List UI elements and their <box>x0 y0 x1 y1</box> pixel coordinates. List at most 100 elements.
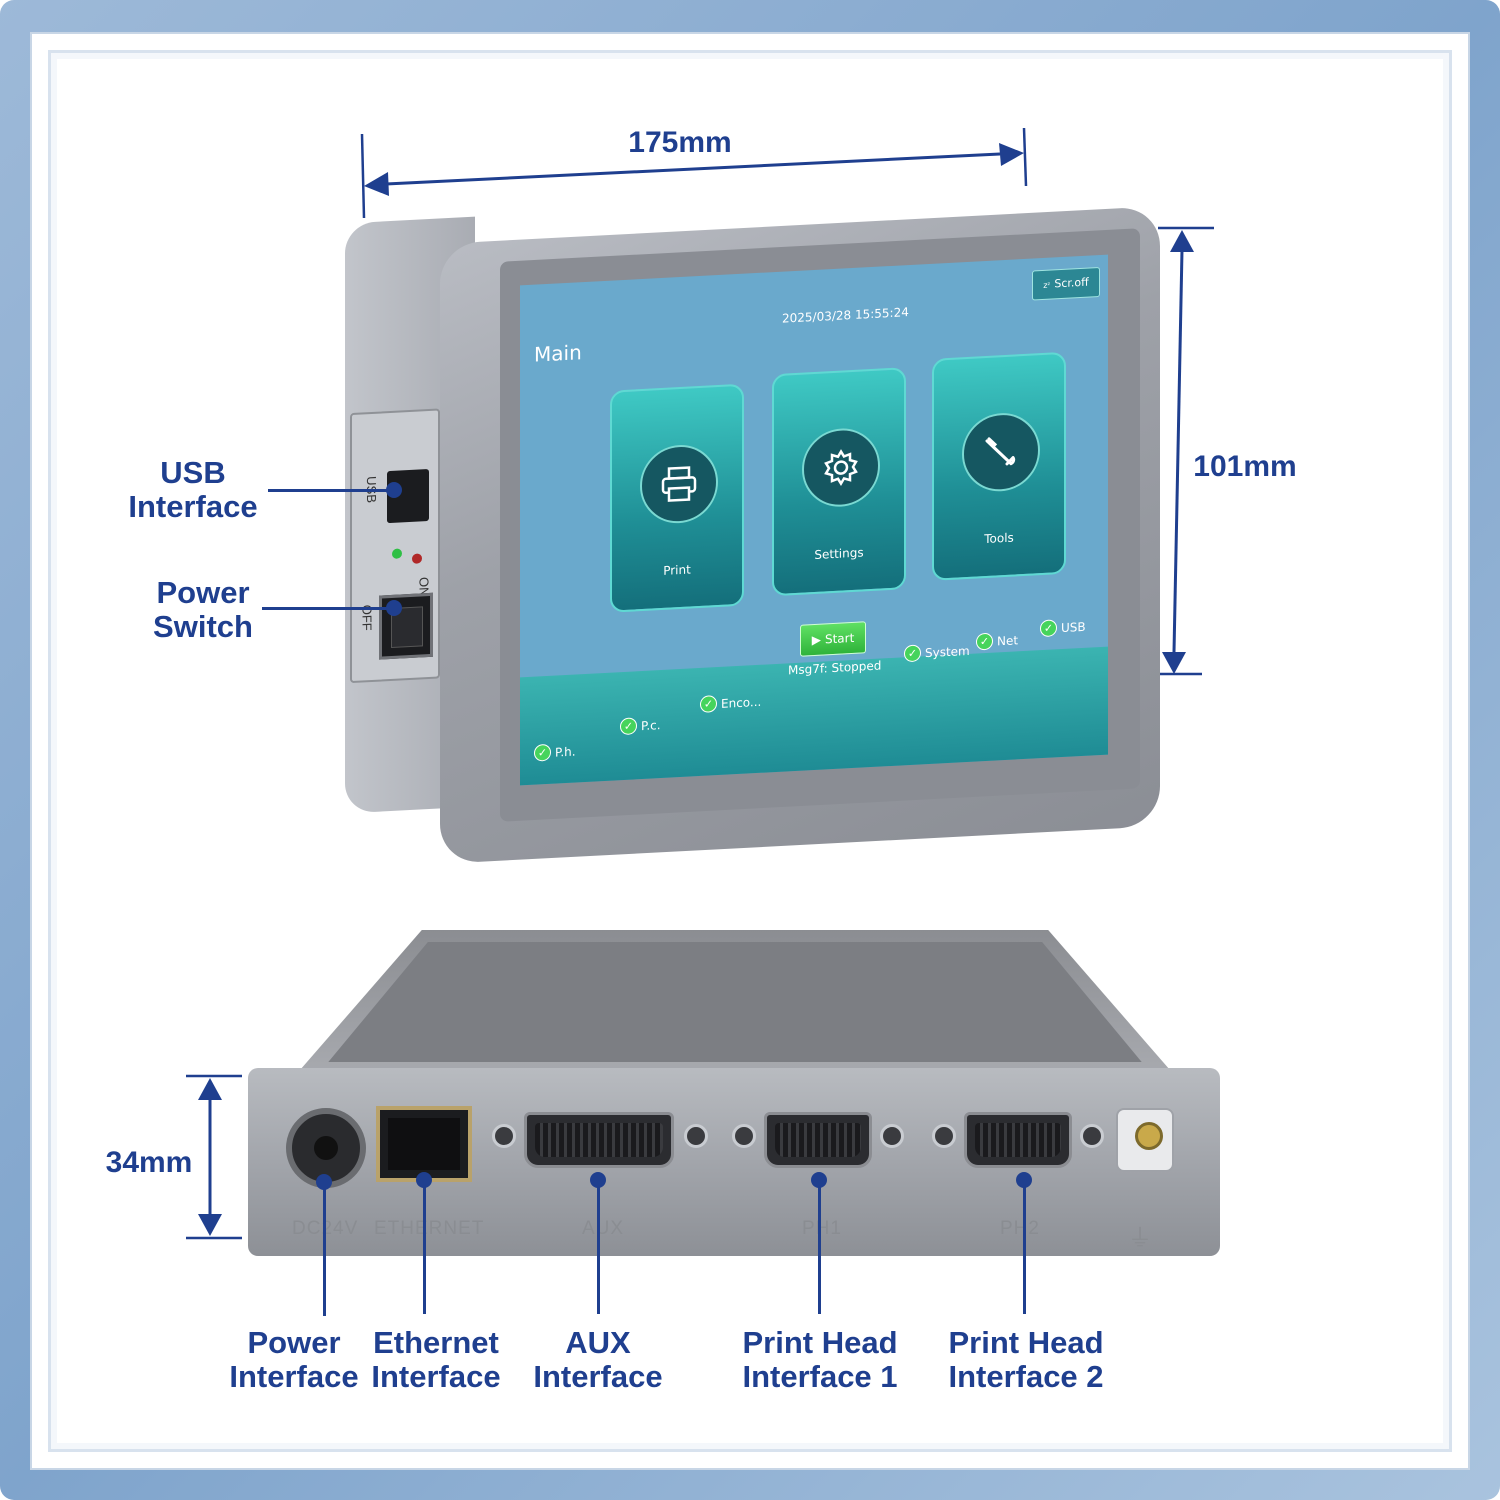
sleep-icon: zᶻ <box>1043 280 1051 290</box>
check-icon: ✓ <box>620 717 637 736</box>
ph1-interface-dot <box>811 1172 827 1188</box>
settings-tile[interactable]: Settings <box>772 367 906 597</box>
power-interface-line-1: Power <box>247 1325 341 1360</box>
status-ph-label: P.h. <box>555 743 576 760</box>
check-icon: ✓ <box>1040 619 1057 638</box>
status-usb: ✓USB <box>1040 618 1086 638</box>
ph1-interface-callout: Print Head Interface 1 <box>730 1326 910 1394</box>
check-icon: ✓ <box>904 644 921 663</box>
power-switch-callout-line-1: Power <box>156 575 250 610</box>
gear-icon <box>802 426 880 509</box>
device-screen-top <box>328 942 1142 1062</box>
top-device: USB ON OFF Main 2025/03/28 15:55:24 zᶻSc… <box>340 205 1160 864</box>
check-icon: ✓ <box>534 743 551 762</box>
red-led <box>412 553 422 564</box>
aux-interface-callout: AUX Interface <box>526 1326 670 1394</box>
printer-icon <box>640 443 718 526</box>
height-dimension-arrow <box>1158 226 1214 676</box>
ethernet-interface-line-1: Ethernet <box>373 1325 499 1360</box>
status-ph: ✓P.h. <box>534 742 576 762</box>
ground-symbol: ⏚ <box>1128 1225 1153 1252</box>
ph2-interface-line-1: Print Head <box>948 1325 1104 1360</box>
ph1-interface-line-2: Interface 1 <box>742 1359 898 1394</box>
ground-terminal[interactable] <box>1116 1108 1174 1172</box>
usb-callout-line-2: Interface <box>128 489 258 524</box>
aux-interface-line <box>597 1180 600 1314</box>
wrench-icon <box>962 411 1040 494</box>
status-net-label: Net <box>997 632 1019 648</box>
ethernet-interface-line-2: Interface <box>371 1359 501 1394</box>
bottom-device: DC24V ETHERNET AUX PH1 PH2 ⏚ <box>240 930 1230 1260</box>
play-icon: ▶ <box>811 632 821 648</box>
ethernet-label: ETHERNET <box>374 1218 485 1239</box>
tools-tile[interactable]: Tools <box>932 351 1066 581</box>
check-icon: ✓ <box>976 632 993 651</box>
start-button[interactable]: ▶Start <box>800 621 866 657</box>
power-interface-callout: Power Interface <box>224 1326 364 1394</box>
status-encoder-label: Enco... <box>721 694 762 711</box>
ph2-port[interactable] <box>964 1112 1072 1168</box>
status-pc-label: P.c. <box>641 717 661 733</box>
ph1-port[interactable] <box>764 1112 872 1168</box>
power-interface-line <box>323 1182 326 1316</box>
ph1-screw-left <box>732 1124 756 1148</box>
side-io-panel: USB ON OFF <box>350 408 440 684</box>
ph1-interface-line-1: Print Head <box>742 1325 898 1360</box>
print-tile[interactable]: Print <box>610 383 744 613</box>
depth-dimension-arrow <box>186 1074 242 1240</box>
ethernet-interface-line <box>423 1180 426 1314</box>
ethernet-port[interactable] <box>376 1106 472 1182</box>
status-usb-label: USB <box>1061 619 1086 635</box>
depth-dimension-label: 34mm <box>105 1146 193 1179</box>
device-rear-panel: DC24V ETHERNET AUX PH1 PH2 ⏚ <box>248 1068 1220 1256</box>
green-led <box>392 548 402 559</box>
aux-interface-line-1: AUX <box>565 1325 631 1360</box>
aux-interface-dot <box>590 1172 606 1188</box>
power-switch-callout-dot <box>386 600 402 616</box>
ethernet-interface-dot <box>416 1172 432 1188</box>
status-net: ✓Net <box>976 631 1019 651</box>
power-interface-line-2: Interface <box>229 1359 359 1394</box>
width-dimension-arrow <box>360 127 1028 219</box>
tools-tile-label: Tools <box>984 530 1014 547</box>
ph2-screw-left <box>932 1124 956 1148</box>
height-dimension-label: 101mm <box>1193 450 1297 483</box>
settings-tile-label: Settings <box>814 545 864 562</box>
check-icon: ✓ <box>700 695 717 713</box>
status-pc: ✓P.c. <box>620 716 661 736</box>
screen-title: Main <box>534 340 582 367</box>
power-interface-dot <box>316 1174 332 1190</box>
width-dimension-label: 175mm <box>628 126 732 159</box>
status-encoder: ✓Enco... <box>700 693 761 713</box>
usb-callout-line <box>268 489 396 492</box>
ph1-label: PH1 <box>802 1218 842 1239</box>
status-system-label: System <box>925 643 970 660</box>
ph2-screw-right <box>1080 1124 1104 1148</box>
ethernet-interface-callout: Ethernet Interface <box>364 1326 508 1394</box>
aux-port[interactable] <box>524 1112 674 1168</box>
power-switch-callout-line <box>262 607 396 610</box>
aux-screw-right <box>684 1124 708 1148</box>
aux-label: AUX <box>582 1218 625 1239</box>
ph1-screw-right <box>880 1124 904 1148</box>
ph1-interface-line <box>818 1180 821 1314</box>
power-switch-callout-line-2: Switch <box>153 609 253 644</box>
ph2-interface-line <box>1023 1180 1026 1314</box>
ph2-interface-callout: Print Head Interface 2 <box>936 1326 1116 1394</box>
ph2-label: PH2 <box>1000 1218 1040 1239</box>
aux-interface-line-2: Interface <box>533 1359 663 1394</box>
aux-screw-left <box>492 1124 516 1148</box>
start-button-label: Start <box>824 630 855 647</box>
usb-callout-dot <box>386 482 402 498</box>
usb-callout-line-1: USB <box>160 455 226 490</box>
power-switch-callout: Power Switch <box>128 576 278 644</box>
print-tile-label: Print <box>663 562 691 578</box>
screen-datetime: 2025/03/28 15:55:24 <box>782 305 909 326</box>
ph2-interface-line-2: Interface 2 <box>948 1359 1104 1394</box>
usb-interface-callout: USB Interface <box>118 456 268 524</box>
ph2-interface-dot <box>1016 1172 1032 1188</box>
screen-off-label: Scr.off <box>1054 275 1089 291</box>
status-system: ✓System <box>904 642 970 663</box>
